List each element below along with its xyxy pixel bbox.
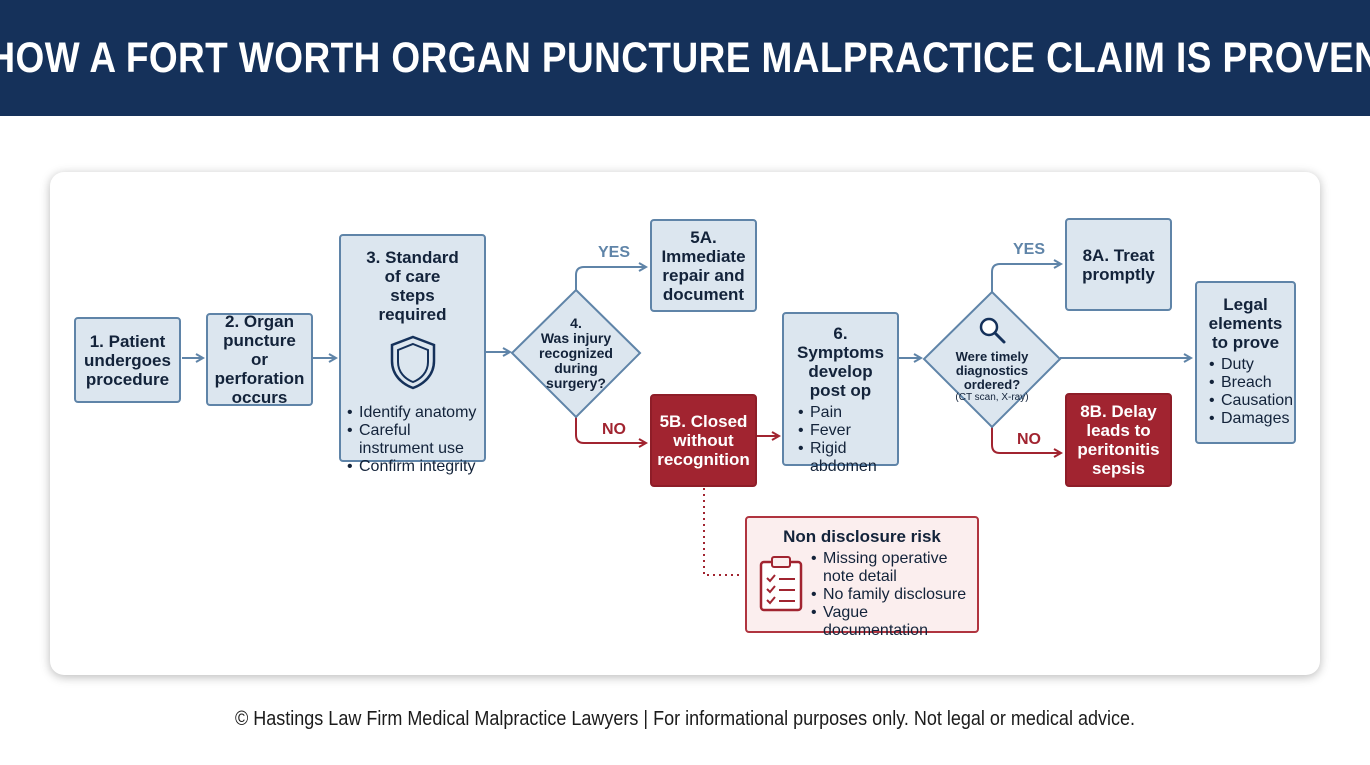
step-3-node: 3. Standard of care steps required Ident… <box>339 234 486 476</box>
risk-bullets: Missing operative note detail No family … <box>811 550 977 640</box>
bullet-item: No family disclosure <box>811 586 977 604</box>
bullet-item: Causation <box>1209 392 1293 410</box>
bullet-item: Fever <box>798 422 891 440</box>
step-6-heading: 6. Symptoms develop post op <box>797 324 884 400</box>
step-1-node: 1. Patient undergoes procedure <box>74 317 181 403</box>
title-bar: HOW A FORT WORTH ORGAN PUNCTURE MALPRACT… <box>0 0 1370 116</box>
decision-4-number: 4. <box>570 314 582 331</box>
step-8a-node: 8A. Treat promptly <box>1065 218 1172 311</box>
decision-7-text: Were timely diagnostics ordered? (CT sca… <box>936 300 1048 418</box>
legal-elements-node: Legal elements to prove Duty Breach Caus… <box>1195 281 1296 444</box>
branch-no-4: NO <box>602 421 626 438</box>
footer-disclaimer: © Hastings Law Firm Medical Malpractice … <box>235 708 1135 730</box>
risk-title: Non disclosure risk <box>783 527 941 546</box>
arrow-4-no <box>575 417 646 443</box>
step-5b-label: 5B. Closed without recognition <box>657 412 750 469</box>
step-8a-label: 8A. Treat promptly <box>1082 245 1155 284</box>
bullet-item: Missing operative note detail <box>811 550 953 586</box>
non-disclosure-risk-box: Non disclosure risk Missing operative no… <box>745 516 979 639</box>
step-5a-label: 5A. Immediate repair and document <box>661 227 746 304</box>
arrow-7-yes <box>991 264 1061 292</box>
decision-4-question: Was injury recognized during surgery? <box>539 329 613 391</box>
step-2-label: 2. Organ puncture or perforation occurs <box>214 312 305 407</box>
clipboard-checklist-icon <box>757 554 805 619</box>
step-6-node: 6. Symptoms develop post op Pain Fever R… <box>782 312 899 475</box>
step-8b-label: 8B. Delay leads to peritonitis sepsis <box>1077 402 1160 478</box>
step-8b-node: 8B. Delay leads to peritonitis sepsis <box>1065 393 1172 487</box>
bullet-item: Breach <box>1209 374 1293 392</box>
decision-7-subtext: (CT scan, X-ray) <box>955 392 1029 403</box>
branch-no-7: NO <box>1017 431 1041 448</box>
arrow-4-yes <box>575 267 646 290</box>
bullet-item: Confirm integrity <box>347 458 478 476</box>
decision-diamond-7 <box>922 290 1062 429</box>
step-6-bullets: Pain Fever Rigid abdomen <box>798 404 891 476</box>
decision-7-question: Were timely diagnostics ordered? <box>955 349 1029 392</box>
step-2-node: 2. Organ puncture or perforation occurs <box>206 312 313 407</box>
magnifier-icon <box>977 315 1007 348</box>
bullet-item: Identify anatomy <box>347 404 478 422</box>
page-title: HOW A FORT WORTH ORGAN PUNCTURE MALPRACT… <box>0 33 1370 82</box>
decision-4-text: 4. Was injury recognized during surgery? <box>526 303 626 403</box>
decision-diamond-4 <box>510 288 642 419</box>
branch-yes-7: YES <box>1013 241 1046 258</box>
bullet-item: Rigid abdomen <box>798 440 891 476</box>
risk-dotted-link <box>703 488 743 576</box>
bullet-item: Damages <box>1209 410 1293 428</box>
bullet-item: Vague documentation <box>811 604 977 640</box>
legal-elements-bullets: Duty Breach Causation Damages <box>1209 356 1293 428</box>
branch-yes-4: YES <box>598 244 631 261</box>
arrow-7-no <box>991 427 1061 453</box>
shield-icon <box>387 334 439 394</box>
step-5b-node: 5B. Closed without recognition <box>650 394 757 487</box>
step-1-label: 1. Patient undergoes procedure <box>84 331 171 389</box>
step-5a-node: 5A. Immediate repair and document <box>650 219 757 312</box>
bullet-item: Pain <box>798 404 891 422</box>
legal-elements-heading: Legal elements to prove <box>1208 295 1283 352</box>
step-3-bullets: Identify anatomy Careful instrument use … <box>347 404 478 476</box>
step-3-heading: 3. Standard of care steps required <box>366 248 459 324</box>
bullet-item: Duty <box>1209 356 1293 374</box>
bullet-item: Careful instrument use <box>347 422 478 458</box>
